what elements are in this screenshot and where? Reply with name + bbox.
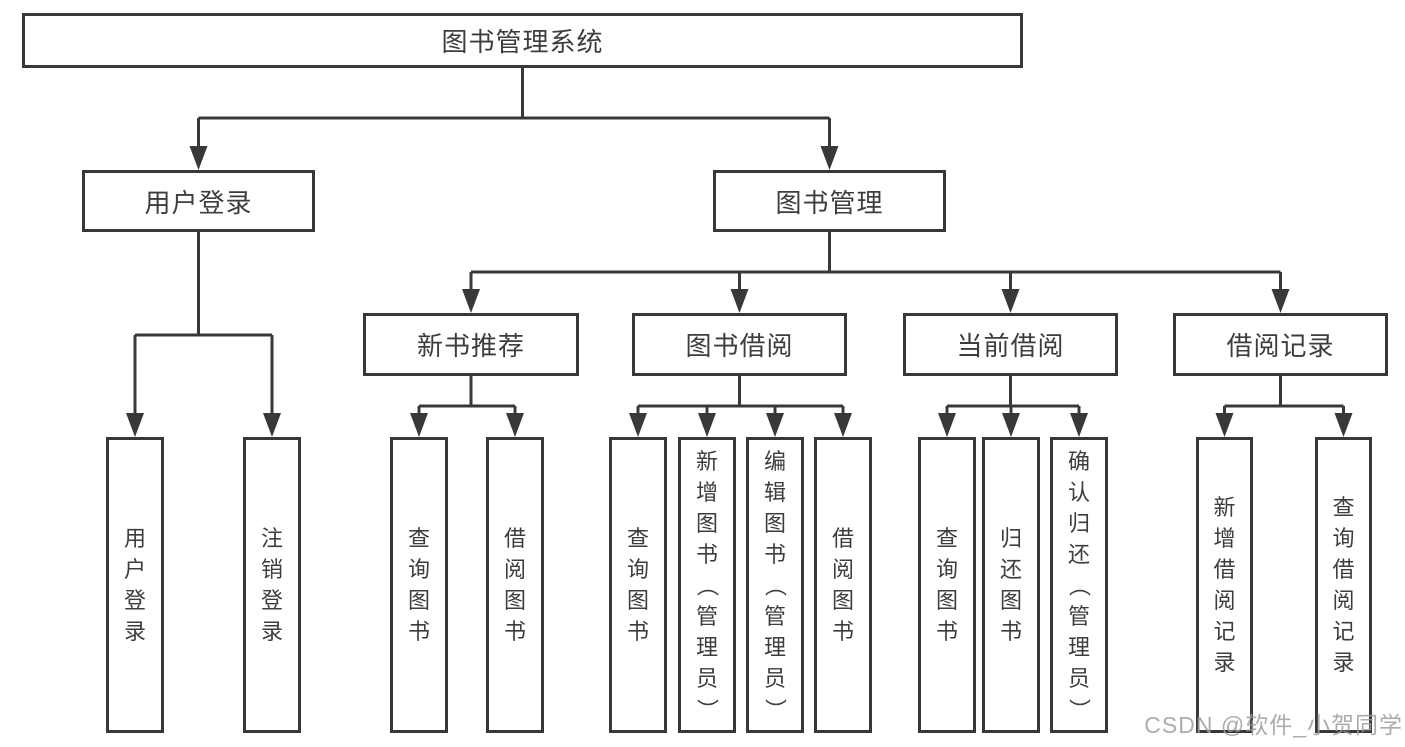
leaf-newbook-query-books: 查询图书 xyxy=(390,437,448,733)
node-borrow-records: 借阅记录 xyxy=(1173,313,1388,376)
leaf-current-return-books: 归还图书 xyxy=(982,437,1040,733)
leaf-borrow-query-books: 查询图书 xyxy=(609,437,667,733)
watermark: CSDN @软件_小贺同学 xyxy=(1144,712,1403,738)
leaf-borrow-edit-books-admin: 编辑图书（管理员） xyxy=(746,437,804,733)
leaf-current-query-books: 查询图书 xyxy=(918,437,976,733)
leaf-logout: 注销登录 xyxy=(243,437,301,733)
leaf-records-query-record: 查询借阅记录 xyxy=(1315,437,1372,733)
arrowheads xyxy=(126,146,1353,437)
leaf-user-login: 用户登录 xyxy=(106,437,164,733)
leaf-records-add-record: 新增借阅记录 xyxy=(1196,437,1253,733)
leaf-borrow-borrow-books: 借阅图书 xyxy=(814,437,872,733)
node-new-book-recommend: 新书推荐 xyxy=(363,313,579,376)
leaf-borrow-add-books-admin: 新增图书（管理员） xyxy=(678,437,736,733)
node-book-borrow: 图书借阅 xyxy=(632,313,847,376)
node-user-login: 用户登录 xyxy=(82,170,315,232)
leaf-current-confirm-return-admin: 确认归还（管理员） xyxy=(1050,437,1108,733)
node-book-management: 图书管理 xyxy=(713,170,946,232)
node-root: 图书管理系统 xyxy=(22,13,1023,68)
leaf-newbook-borrow-books: 借阅图书 xyxy=(486,437,544,733)
node-current-borrow: 当前借阅 xyxy=(903,313,1118,376)
